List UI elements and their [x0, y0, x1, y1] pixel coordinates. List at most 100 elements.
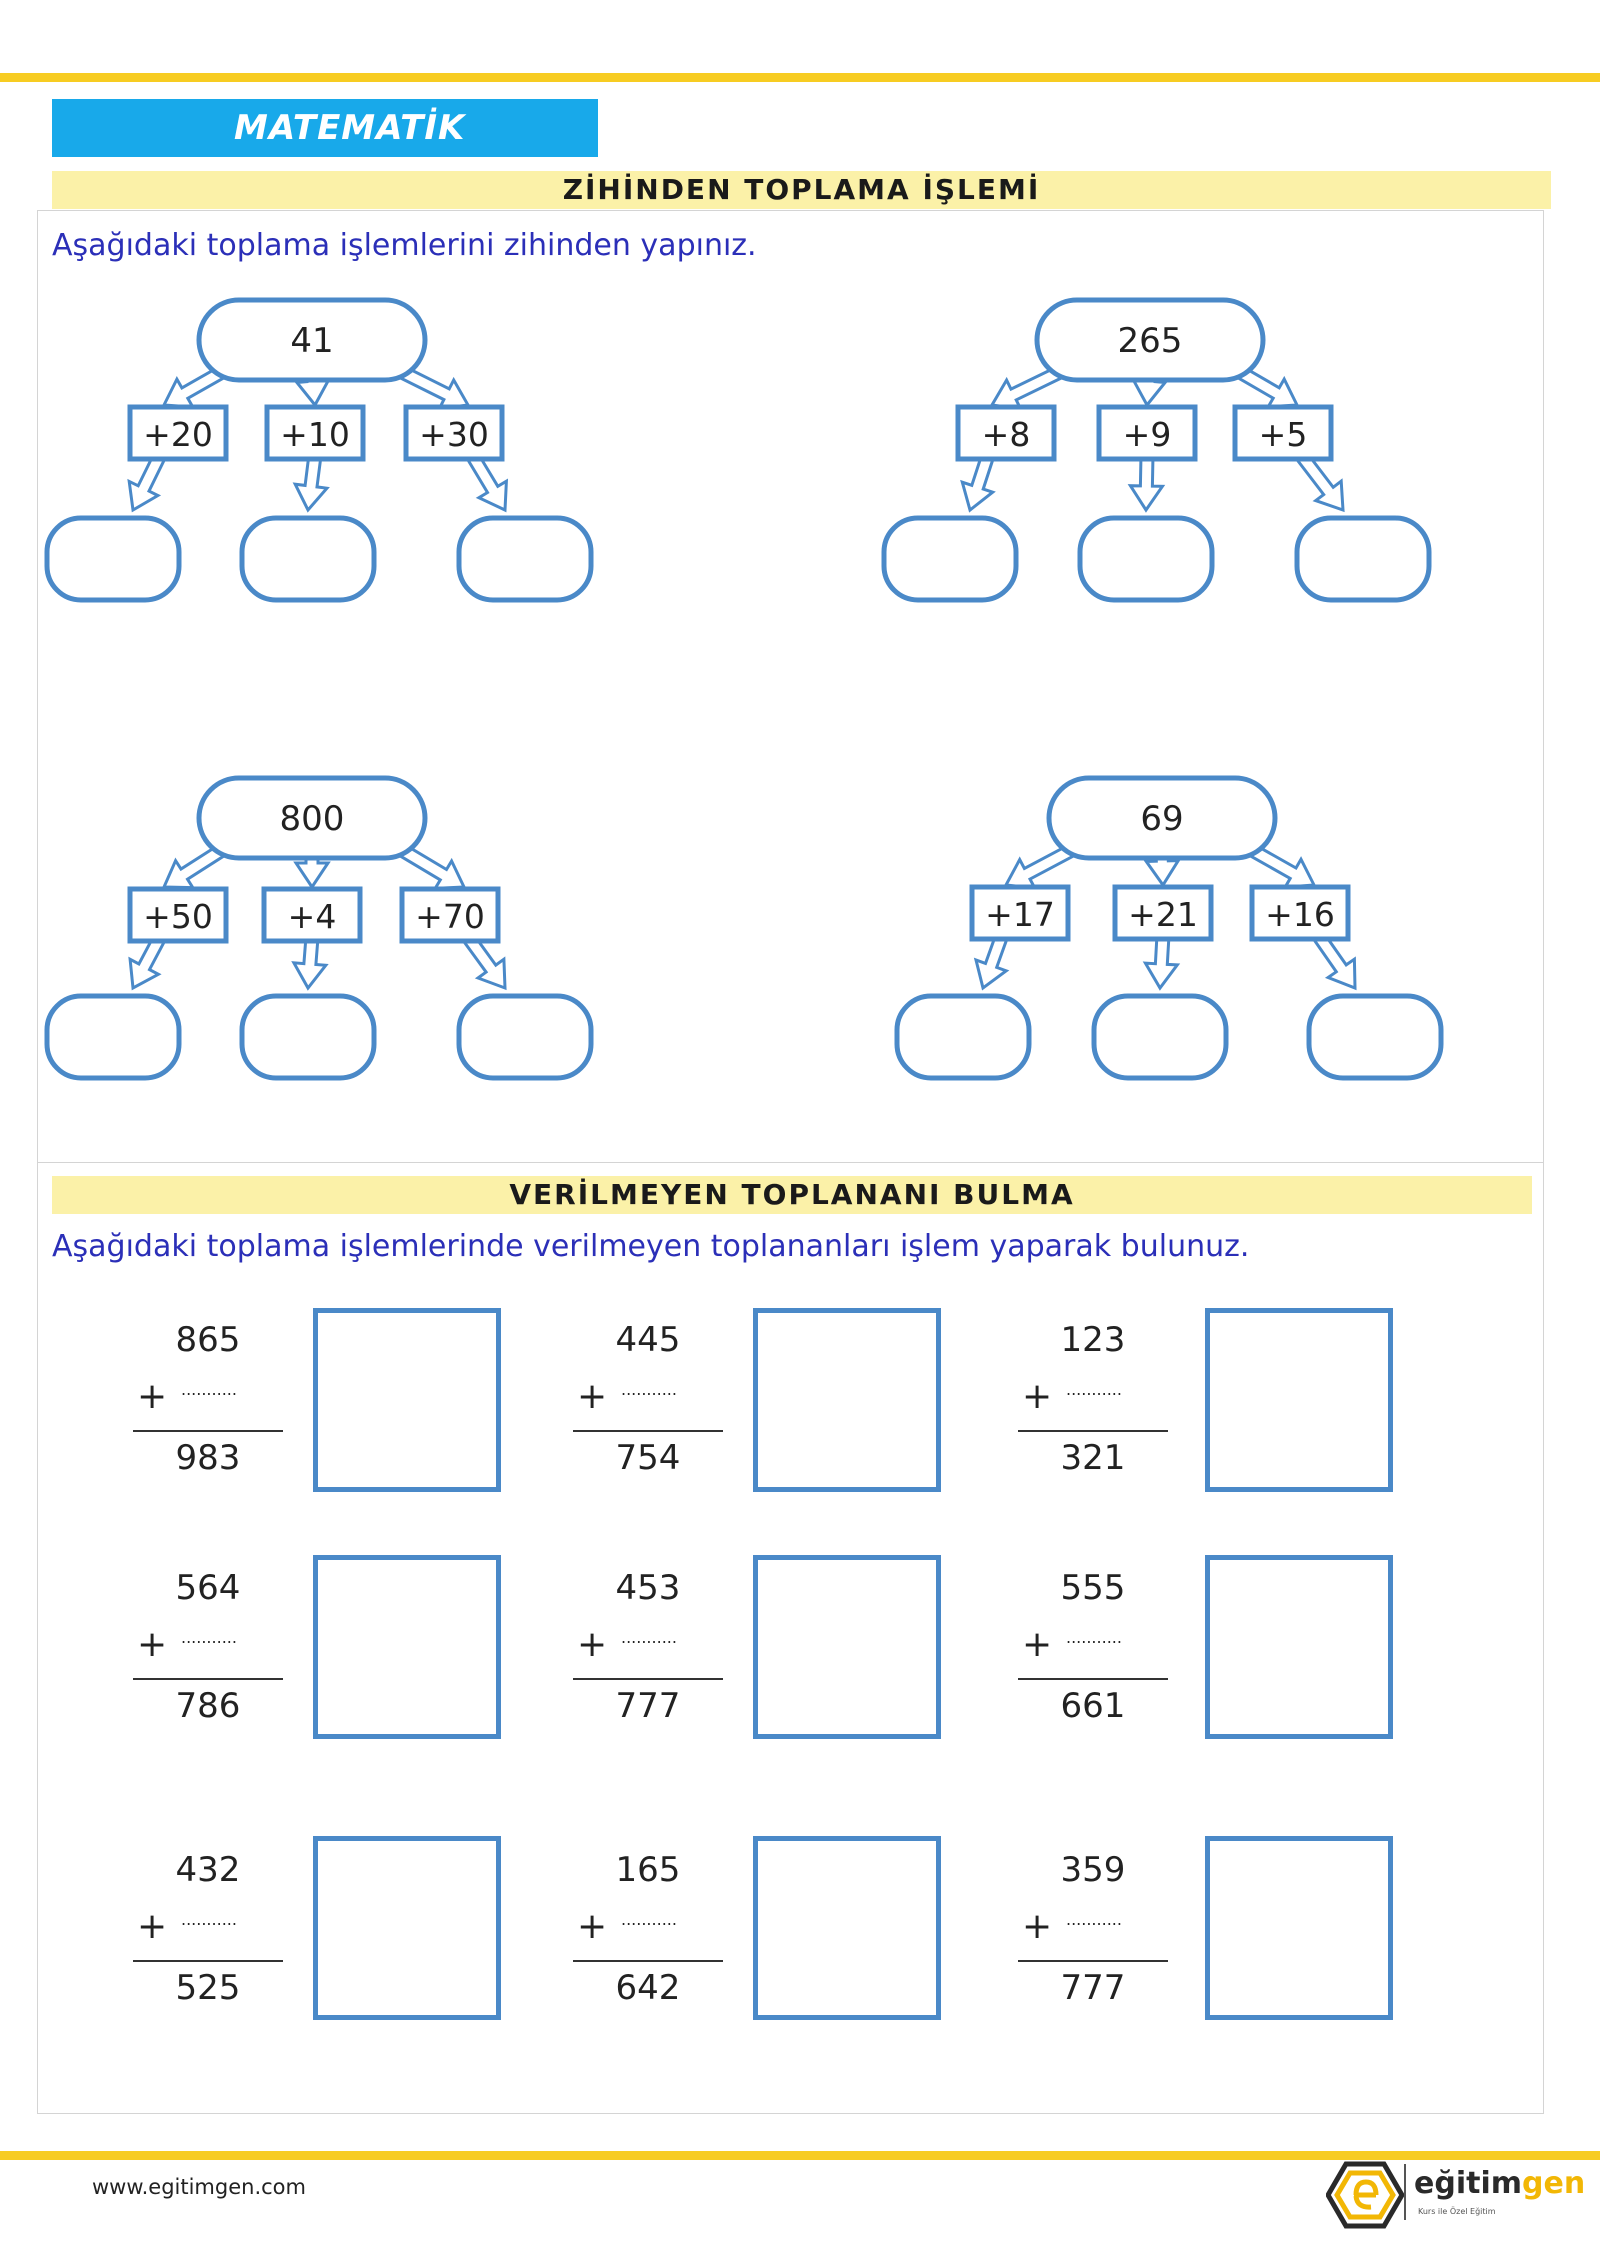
- footer-website: www.egitimgen.com: [92, 2175, 306, 2199]
- operation-box: [1249, 884, 1351, 942]
- known-addend: 453: [615, 1568, 681, 1608]
- sum-result: 777: [1060, 1968, 1126, 2008]
- operation-box: [261, 886, 363, 944]
- arrow-down-3-0: [973, 931, 1010, 991]
- sum-line: [1018, 1430, 1168, 1432]
- logo-separator: [1404, 2164, 1406, 2220]
- answer-bubble: [239, 993, 377, 1081]
- operation-label: +50: [143, 897, 213, 936]
- plus-sign: +: [577, 1906, 608, 1947]
- sum-line: [1018, 1960, 1168, 1962]
- missing-addend-blank[interactable]: ...........: [1066, 1380, 1122, 1399]
- work-box[interactable]: [753, 1836, 941, 2020]
- plus-sign: +: [577, 1624, 608, 1665]
- work-box[interactable]: [313, 1308, 501, 1492]
- missing-addend-blank[interactable]: ...........: [181, 1380, 237, 1399]
- sum-result: 786: [175, 1686, 241, 1726]
- logo-hexagon-icon: [1325, 2160, 1405, 2234]
- tree-root-value: 69: [1140, 799, 1183, 839]
- plus-sign: +: [1022, 1906, 1053, 1947]
- sum-result: 754: [615, 1438, 681, 1478]
- plus-sign: +: [137, 1376, 168, 1417]
- known-addend: 359: [1060, 1850, 1126, 1890]
- sum-result: 983: [175, 1438, 241, 1478]
- operation-label: +8: [982, 415, 1031, 454]
- work-box[interactable]: [313, 1555, 501, 1739]
- sum-result: 642: [615, 1968, 681, 2008]
- arrow-down-0-0: [127, 450, 168, 513]
- plus-sign: +: [577, 1376, 608, 1417]
- tree-root-value: 265: [1118, 321, 1183, 361]
- operation-box: [399, 886, 501, 944]
- operation-box: [955, 404, 1057, 462]
- answer-bubble: [881, 515, 1019, 603]
- known-addend: 445: [615, 1320, 681, 1360]
- section1-title: ZİHİNDEN TOPLAMA İŞLEMİ: [52, 171, 1551, 209]
- answer-bubble: [456, 993, 594, 1081]
- operation-label: +5: [1259, 415, 1308, 454]
- operation-label: +4: [288, 897, 337, 936]
- work-box[interactable]: [313, 1836, 501, 2020]
- sum-line: [133, 1678, 283, 1680]
- plus-sign: +: [1022, 1376, 1053, 1417]
- plus-sign: +: [137, 1906, 168, 1947]
- missing-addend-blank[interactable]: ...........: [621, 1628, 677, 1647]
- sum-result: 777: [615, 1686, 681, 1726]
- missing-addend-blank[interactable]: ...........: [1066, 1628, 1122, 1647]
- known-addend: 432: [175, 1850, 241, 1890]
- known-addend: 165: [615, 1850, 681, 1890]
- work-box[interactable]: [1205, 1836, 1393, 2020]
- answer-bubble: [894, 993, 1032, 1081]
- plus-sign: +: [1022, 1624, 1053, 1665]
- missing-addend-blank[interactable]: ...........: [1066, 1910, 1122, 1929]
- answer-bubble: [239, 515, 377, 603]
- sum-line: [133, 1430, 283, 1432]
- missing-addend-blank[interactable]: ...........: [181, 1628, 237, 1647]
- tree-root-box: [196, 775, 428, 861]
- arrow-down-3-1: [1142, 933, 1181, 991]
- operation-box: [264, 404, 366, 462]
- tree-diagram-canvas: 41+20+10+30265+8+9+5800+50+4+7069+17+21+…: [44, 297, 1444, 1081]
- sum-line: [573, 1678, 723, 1680]
- missing-addend-blank[interactable]: ...........: [621, 1380, 677, 1399]
- logo-wordmark: eğitimgen: [1414, 2166, 1585, 2201]
- missing-addend-blank[interactable]: ...........: [621, 1910, 677, 1929]
- sum-result: 525: [175, 1968, 241, 2008]
- answer-bubble: [44, 993, 182, 1081]
- plus-sign: +: [137, 1624, 168, 1665]
- known-addend: 865: [175, 1320, 241, 1360]
- work-box[interactable]: [753, 1308, 941, 1492]
- answer-bubble: [1306, 993, 1444, 1081]
- operation-label: +9: [1123, 415, 1172, 454]
- missing-addend-blank[interactable]: ...........: [181, 1910, 237, 1929]
- sum-result: 661: [1060, 1686, 1126, 1726]
- answer-bubble: [1294, 515, 1432, 603]
- section-divider: [37, 1162, 1544, 1163]
- answer-bubble: [1077, 515, 1215, 603]
- work-box[interactable]: [1205, 1308, 1393, 1492]
- arrow-down-2-1: [291, 934, 329, 991]
- work-box[interactable]: [1205, 1555, 1393, 1739]
- sum-line: [1018, 1678, 1168, 1680]
- logo-part-2: gen: [1522, 2166, 1586, 2201]
- tree-root-value: 41: [290, 321, 333, 361]
- known-addend: 555: [1060, 1568, 1126, 1608]
- arrow-down-2-0: [128, 932, 168, 991]
- arrow-down-1-0: [960, 451, 996, 513]
- section2-instruction: Aşağıdaki toplama işlemlerinde verilmeye…: [52, 1229, 1250, 1264]
- sum-line: [573, 1430, 723, 1432]
- logo-part-1: eğitim: [1414, 2166, 1522, 2201]
- tree-root-box: [1034, 297, 1266, 383]
- operation-box: [127, 404, 229, 462]
- known-addend: 123: [1060, 1320, 1126, 1360]
- tree-root-value: 800: [280, 799, 345, 839]
- work-box[interactable]: [753, 1555, 941, 1739]
- operation-box: [969, 884, 1071, 942]
- operation-box: [127, 886, 229, 944]
- operation-label: +16: [1265, 895, 1335, 934]
- logo-tagline: Kurs ile Özel Eğitim: [1418, 2207, 1496, 2216]
- sum-line: [573, 1960, 723, 1962]
- sum-result: 321: [1060, 1438, 1126, 1478]
- top-accent-rule: [0, 73, 1600, 82]
- arrow-down-0-1: [292, 452, 330, 513]
